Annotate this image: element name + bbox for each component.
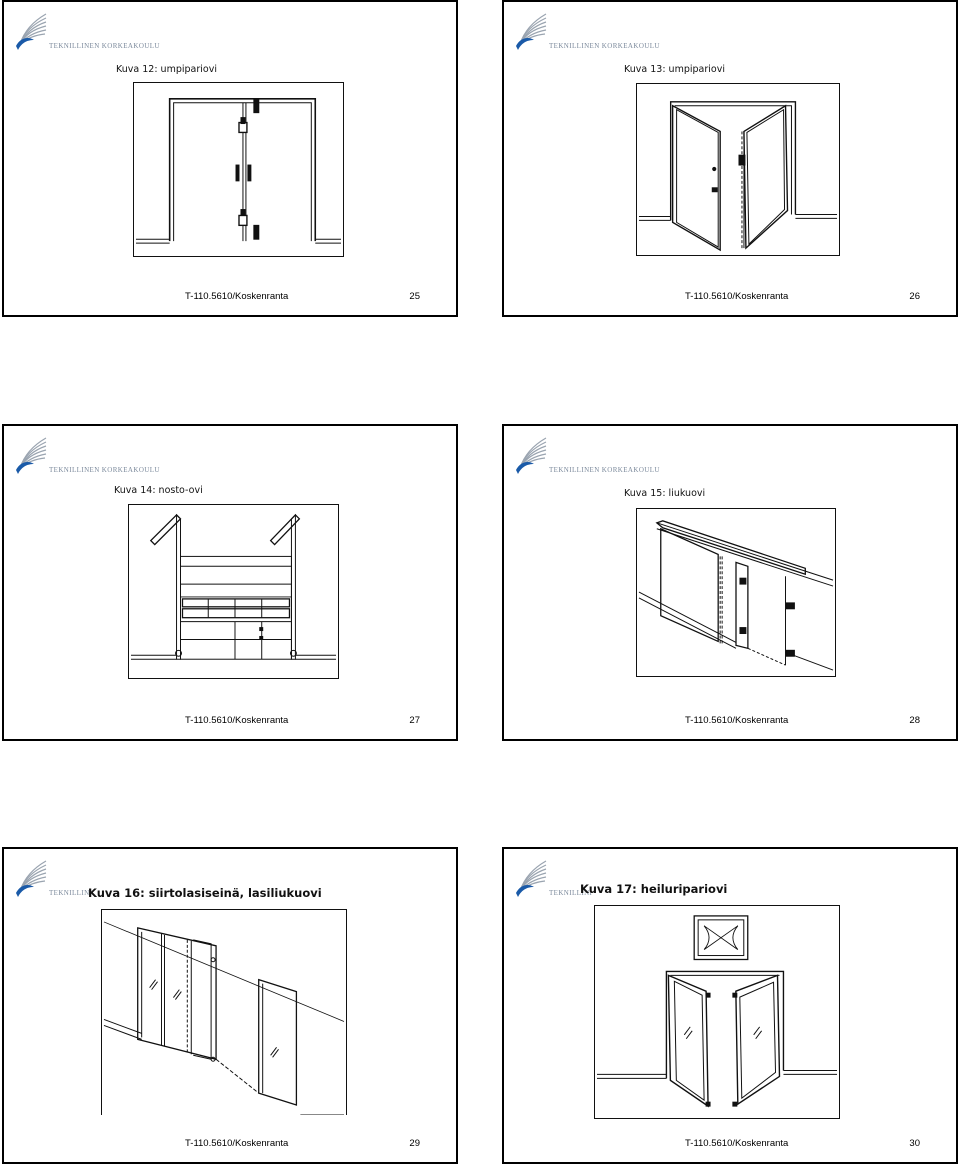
page-number: 27 (409, 715, 420, 726)
glass-sliding-wall-drawing (103, 921, 345, 1115)
open-double-door-drawing (638, 101, 838, 252)
overhead-door-drawing (130, 513, 337, 660)
course-code: T-110.5610/Koskenranta (185, 1138, 289, 1149)
org-name: TEKNILLINEN KORKEAKOULU (49, 466, 160, 474)
slide-title: Kuva 13: umpipariovi (624, 64, 725, 75)
slide-29: TEKNILLINI Kuva 16: siirtolasiseinä, las… (2, 847, 458, 1164)
page-number: 29 (409, 1138, 420, 1149)
slide-25: TEKNILLINEN KORKEAKOULU Kuva 12: umpipar… (2, 0, 458, 317)
slide-title: Kuva 17: heiluripariovi (580, 882, 728, 896)
slide-title: Kuva 14: nosto-ovi (114, 485, 203, 496)
slide-26: TEKNILLINEN KORKEAKOULU Kuva 13: umpipar… (502, 0, 958, 317)
slide-title: Kuva 12: umpipariovi (116, 64, 217, 75)
door-figure (636, 508, 836, 677)
course-code: T-110.5610/Koskenranta (685, 291, 789, 302)
university-logo-icon (14, 434, 48, 474)
slide-title: Kuva 16: siirtolasiseinä, lasiliukuovi (88, 886, 322, 900)
course-code: T-110.5610/Koskenranta (185, 291, 289, 302)
university-logo-icon (514, 857, 548, 897)
door-figure (594, 905, 840, 1119)
course-code: T-110.5610/Koskenranta (685, 1138, 789, 1149)
slide-30: TEKNILLINI Kuva 17: heiluripariovi T-110… (502, 847, 958, 1164)
page-number: 25 (409, 291, 420, 302)
org-name: TEKNILLINEN KORKEAKOULU (549, 42, 660, 50)
slide-27: TEKNILLINEN KORKEAKOULU Kuva 14: nosto-o… (2, 424, 458, 741)
double-door-drawing (135, 98, 342, 244)
door-figure (133, 82, 344, 257)
slide-title: Kuva 15: liukuovi (624, 488, 706, 499)
sliding-door-drawing (638, 520, 834, 671)
page-number: 30 (909, 1138, 920, 1149)
university-logo-icon (14, 857, 48, 897)
university-logo-icon (14, 10, 48, 50)
door-figure (128, 504, 339, 679)
course-code: T-110.5610/Koskenranta (185, 715, 289, 726)
university-logo-icon (514, 10, 548, 50)
slide-28: TEKNILLINEN KORKEAKOULU Kuva 15: liukuov… (502, 424, 958, 741)
page-number: 26 (909, 291, 920, 302)
door-figure (101, 909, 347, 1115)
page-number: 28 (909, 715, 920, 726)
course-code: T-110.5610/Koskenranta (685, 715, 789, 726)
university-logo-icon (514, 434, 548, 474)
swing-door-drawing (596, 915, 838, 1108)
org-name: TEKNILLINEN KORKEAKOULU (49, 42, 160, 50)
org-name-cut: TEKNILLINI (49, 889, 93, 897)
org-name: TEKNILLINEN KORKEAKOULU (549, 466, 660, 474)
door-figure (636, 83, 840, 256)
org-name-cut: TEKNILLINI (549, 889, 593, 897)
